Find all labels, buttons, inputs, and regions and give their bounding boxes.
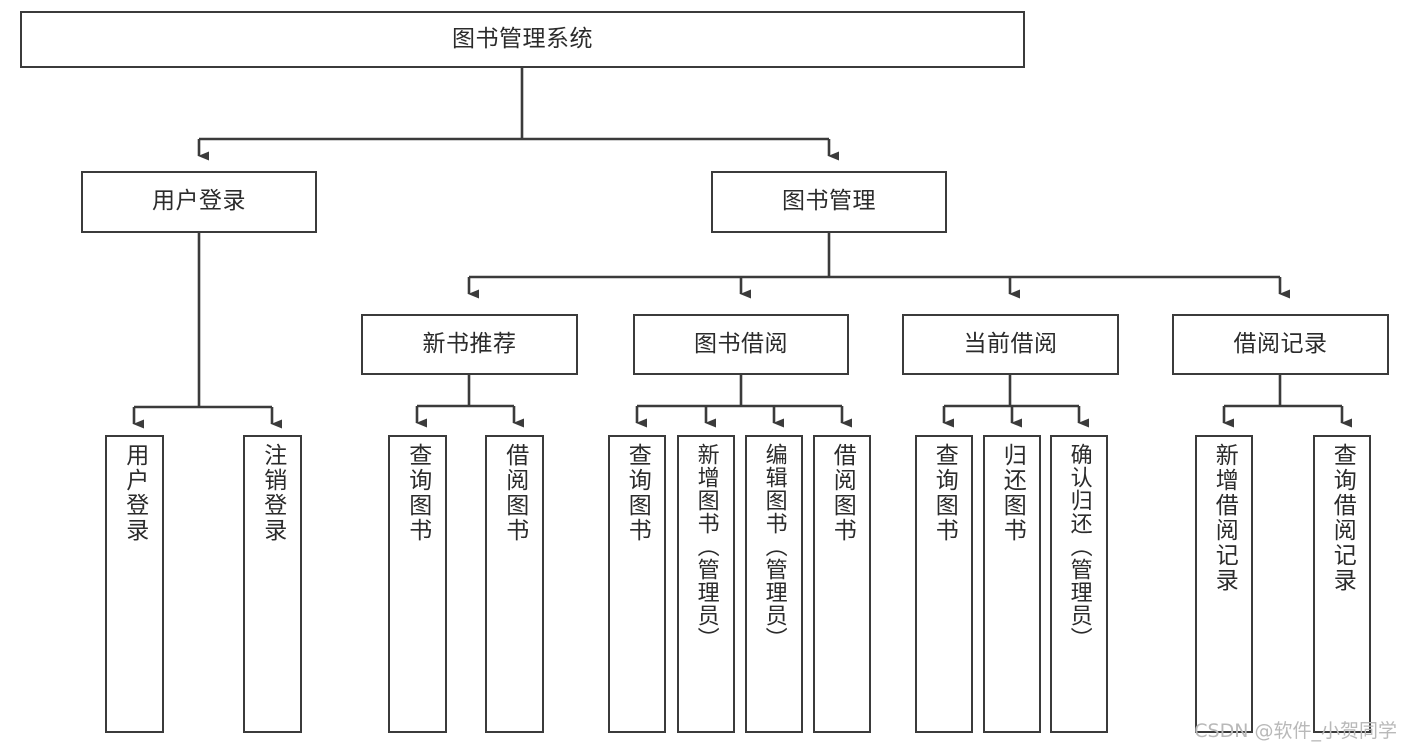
leaf-current-query-books[interactable]: 查询图书 xyxy=(915,435,973,733)
node-current-borrowing[interactable]: 当前借阅 xyxy=(902,314,1119,375)
node-label: 图书管理系统 xyxy=(452,25,593,52)
leaf-user-login[interactable]: 用户登录 xyxy=(105,435,164,733)
node-label: 确认归还（管理员） xyxy=(1066,443,1092,650)
node-book-borrowing[interactable]: 图书借阅 xyxy=(633,314,849,375)
node-label: 借阅图书 xyxy=(501,443,528,543)
csdn-watermark: CSDN @软件_小贺同学 xyxy=(1194,720,1397,742)
node-label: 图书借阅 xyxy=(694,330,788,357)
node-label: 新书推荐 xyxy=(422,330,517,357)
leaf-newbook-borrow-books[interactable]: 借阅图书 xyxy=(485,435,544,733)
leaf-record-add-record[interactable]: 新增借阅记录 xyxy=(1195,435,1253,733)
node-label: 查询图书 xyxy=(624,443,651,543)
node-label: 图书管理 xyxy=(782,188,876,215)
node-label: 归还图书 xyxy=(999,443,1026,543)
node-label: 查询图书 xyxy=(404,443,431,543)
node-label: 查询图书 xyxy=(931,443,958,543)
node-label: 新增图书（管理员） xyxy=(693,443,719,650)
node-label: 用户登录 xyxy=(121,443,148,543)
node-label: 编辑图书（管理员） xyxy=(761,443,787,650)
node-label: 用户登录 xyxy=(152,188,246,215)
leaf-borrow-add-book-admin[interactable]: 新增图书（管理员） xyxy=(677,435,735,733)
leaf-newbook-query-books[interactable]: 查询图书 xyxy=(388,435,447,733)
leaf-current-confirm-return-admin[interactable]: 确认归还（管理员） xyxy=(1050,435,1108,733)
node-label: 当前借阅 xyxy=(963,330,1058,357)
leaf-borrow-borrow-books[interactable]: 借阅图书 xyxy=(813,435,871,733)
node-label: 新增借阅记录 xyxy=(1211,443,1238,593)
node-label: 借阅记录 xyxy=(1233,330,1328,357)
leaf-borrow-query-books[interactable]: 查询图书 xyxy=(608,435,666,733)
node-borrowing-records[interactable]: 借阅记录 xyxy=(1172,314,1389,375)
node-new-book-recommendation[interactable]: 新书推荐 xyxy=(361,314,578,375)
leaf-record-query-record[interactable]: 查询借阅记录 xyxy=(1313,435,1371,733)
node-user-login[interactable]: 用户登录 xyxy=(81,171,317,233)
node-label: 借阅图书 xyxy=(829,443,856,543)
leaf-current-return-books[interactable]: 归还图书 xyxy=(983,435,1041,733)
node-label: 查询借阅记录 xyxy=(1329,443,1356,593)
leaf-user-logout[interactable]: 注销登录 xyxy=(243,435,302,733)
node-book-management[interactable]: 图书管理 xyxy=(711,171,947,233)
node-label: 注销登录 xyxy=(259,443,286,543)
node-root-system[interactable]: 图书管理系统 xyxy=(20,11,1025,68)
leaf-borrow-edit-book-admin[interactable]: 编辑图书（管理员） xyxy=(745,435,803,733)
